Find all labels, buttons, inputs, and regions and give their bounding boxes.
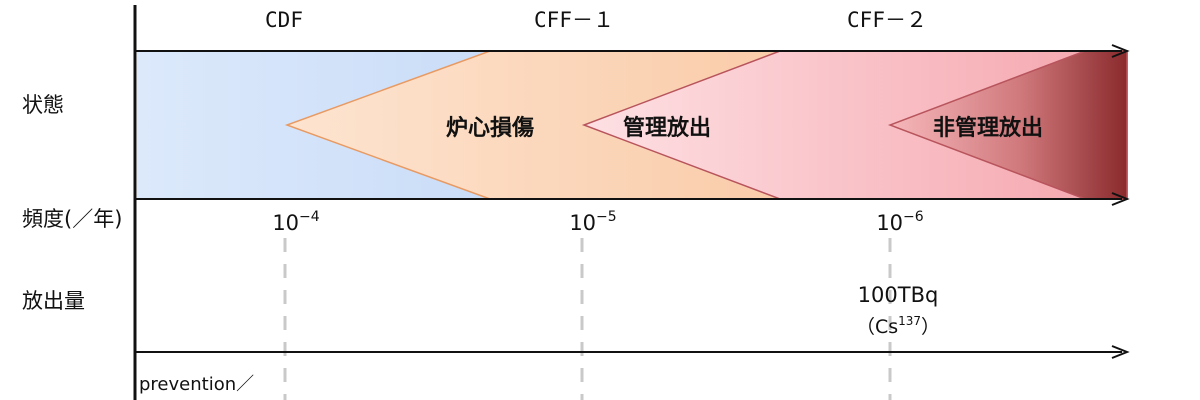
row-label-frequency: 頻度(／年) (22, 207, 122, 231)
zone-label-managed-release: 管理放出 (623, 115, 711, 141)
state-bottom-arrowhead (1111, 192, 1130, 206)
state-top-arrowhead (1111, 44, 1130, 58)
tick-base: 10 (272, 211, 299, 235)
release-amount: 100TBq (858, 283, 939, 307)
tick-exponent: −6 (903, 209, 924, 225)
release-nuclide: （Cs137） (856, 314, 940, 338)
nuclide-open: （Cs (856, 316, 898, 338)
zone-label-unmanaged-release: 非管理放出 (933, 115, 1043, 141)
frequency-tick-1e-4: 10−4 (272, 209, 319, 235)
tick-base: 10 (876, 211, 903, 235)
nuclide-close: ） (921, 316, 940, 338)
header-cdf: CDF (265, 8, 303, 32)
row-label-state: 状態 (22, 93, 64, 117)
header-cff1: CFF－１ (534, 8, 614, 32)
tick-exponent: −4 (299, 209, 320, 225)
release-arrowhead (1111, 345, 1130, 359)
row-label-release: 放出量 (22, 289, 85, 313)
nuclide-mass-number: 137 (898, 314, 921, 328)
frequency-tick-1e-6: 10−6 (876, 209, 923, 235)
footer-prevention-label: prevention／ (139, 374, 254, 395)
frequency-guides (283, 238, 892, 400)
frequency-tick-1e-5: 10−5 (569, 209, 616, 235)
zone-label-core-damage: 炉心損傷 (446, 115, 534, 141)
header-cff2: CFF－２ (847, 8, 927, 32)
tick-exponent: −5 (596, 209, 617, 225)
tick-base: 10 (569, 211, 596, 235)
